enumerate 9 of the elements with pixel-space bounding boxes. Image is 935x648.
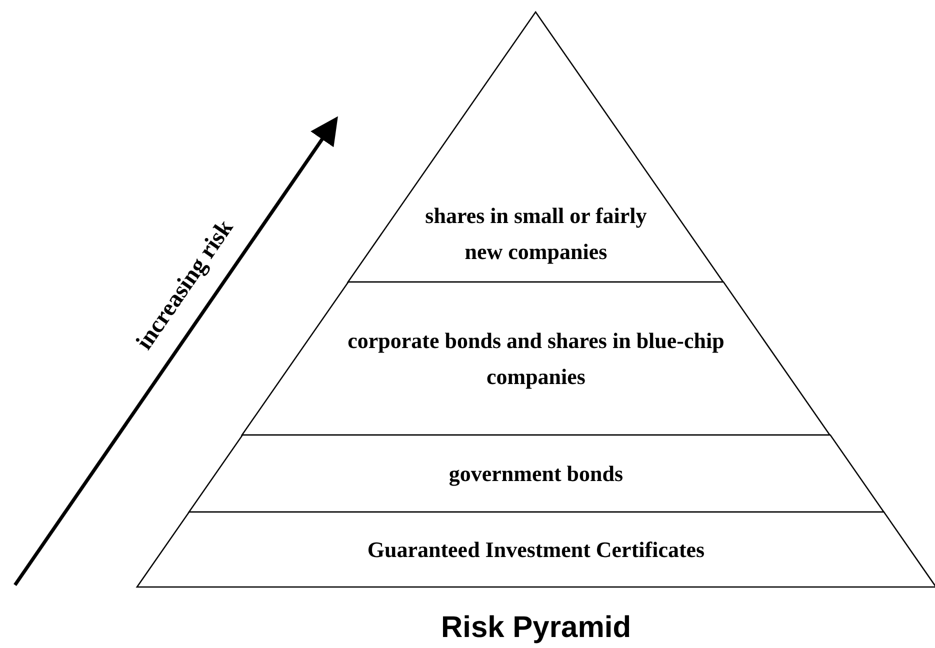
tier-label: government bonds xyxy=(448,460,624,488)
pyramid-tier xyxy=(348,12,724,282)
tier-label: shares in small or fairly new companies xyxy=(424,202,648,266)
pyramid-tier xyxy=(136,512,935,587)
tier-label: corporate bonds and shares in blue-chip companies xyxy=(346,326,726,391)
tier-label: Guaranteed Investment Certificates xyxy=(366,536,706,564)
diagram-title: Risk Pyramid xyxy=(440,610,632,646)
pyramid-tier xyxy=(242,282,830,435)
pyramid-tier xyxy=(188,435,884,512)
